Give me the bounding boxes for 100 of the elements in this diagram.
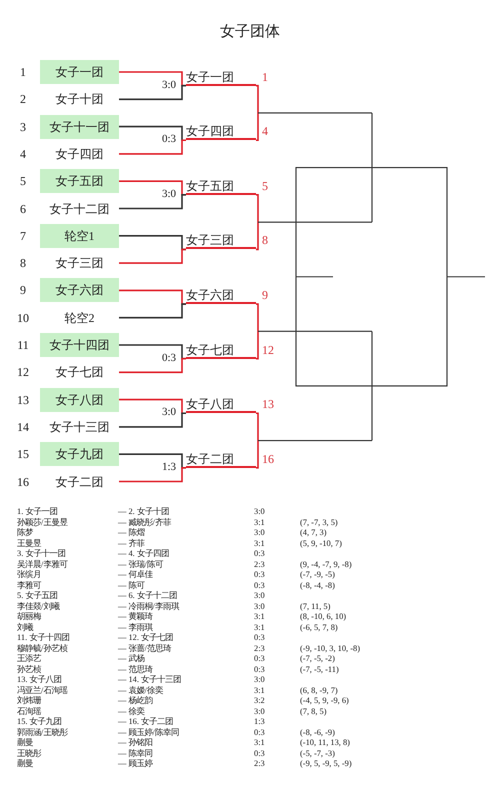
bracket-line (119, 139, 186, 155)
seed-number: 1 (262, 70, 268, 84)
table-cell: (-10, 11, 13, 8) (300, 738, 350, 748)
table-cell: 3:1 (254, 538, 265, 549)
winner-name: 女子三团 (186, 233, 256, 250)
winner-name: 女子六团 (186, 288, 256, 304)
team-name: 女子十二团 (40, 196, 119, 220)
table-cell: — 黄颖琦 (118, 612, 152, 622)
table-cell: (8, -10, 6, 10) (300, 612, 346, 622)
table-cell: — 杨屹韵 (118, 696, 152, 706)
table-cell: — 臧晓彤/齐菲 (118, 518, 171, 528)
table-cell: (7, -7, 3, 5) (300, 518, 338, 528)
table-cell: 刘曦 (17, 622, 33, 633)
table-cell: 3:1 (254, 518, 265, 528)
table-cell: 0:3 (254, 549, 265, 560)
table-cell: 郭雨涵/王晓彤 (17, 728, 68, 738)
table-cell: (-9, -10, 3, 10, -8) (300, 644, 360, 654)
bracket-line (119, 467, 186, 482)
bracket-line (119, 344, 186, 360)
table-cell: 王添艺 (17, 654, 41, 664)
table-cell-text: 冯亚兰/石洵瑶 (17, 686, 68, 696)
seed-number: 15 (16, 446, 30, 462)
seed-number: 16 (16, 474, 30, 490)
table-cell: 5. 女子五团 (17, 591, 58, 602)
bracket-line (119, 235, 186, 250)
table-cell: (7, 8, 5) (300, 706, 327, 717)
winner-name: 女子四团 (186, 124, 256, 140)
bracket-line (119, 358, 186, 374)
table-cell: 穆静毓/孙艺桢 (17, 644, 68, 654)
table-cell: (-8, -6, -9) (300, 728, 335, 738)
team-box: 女子六团 (40, 278, 119, 302)
table-cell: — 顾玉婷 (118, 759, 152, 770)
seed-number: 16 (262, 452, 274, 466)
seed-number: 9 (262, 288, 268, 302)
team-name: 轮空2 (40, 306, 119, 330)
team-box: 轮空1 (40, 224, 119, 248)
table-cell: 石洵瑶 (17, 706, 41, 717)
bracket-line (119, 303, 186, 318)
table-cell: — 范思琦 (118, 664, 152, 675)
table-cell: 2:3 (254, 759, 265, 770)
bracket-line (119, 290, 186, 305)
table-cell: 3. 女子十一团 (17, 549, 66, 560)
table-cell: 王曼昱 (17, 538, 41, 549)
table-cell: 0:3 (254, 633, 265, 644)
score-label: 0:3 (160, 132, 176, 146)
seed-number: 4 (19, 146, 27, 162)
table-cell: 3:1 (254, 686, 265, 696)
team-name: 女子十团 (40, 87, 119, 112)
table-cell: — 14. 女子十三团 (118, 675, 182, 686)
seed-number: 13 (262, 397, 274, 412)
table-cell: — 齐菲 (118, 538, 144, 549)
title: 女子团体 (219, 23, 281, 41)
team-name: 女子七团 (40, 360, 119, 384)
seed-number: 8 (19, 255, 27, 272)
seed-number: 10 (16, 310, 30, 326)
seed-number: 9 (19, 282, 27, 298)
bracket-line (119, 412, 186, 428)
score-label: 0:3 (160, 350, 176, 365)
table-cell: — 12. 女子七团 (118, 633, 174, 644)
score-label: 1:3 (160, 460, 176, 474)
winner-name: 女子二团 (186, 452, 256, 468)
table-cell: 2:3 (254, 560, 265, 570)
table-cell: — 孙铭阳 (118, 738, 152, 748)
seed-number: 7 (19, 228, 27, 244)
table-cell: — 李雨琪 (118, 622, 152, 633)
bracket-line (119, 248, 186, 264)
seed-number: 6 (19, 200, 27, 216)
table-cell: 3:0 (254, 675, 265, 686)
table-cell: — 6. 女子十二团 (118, 591, 177, 602)
table-cell: (-9, 5, -9, 5, -9) (300, 759, 352, 770)
table-cell: (-7, -5, -2) (300, 654, 335, 664)
table-cell: 15. 女子九团 (17, 717, 62, 728)
winner-name: 女子一团 (186, 70, 256, 86)
score-label: 3:0 (160, 186, 176, 201)
table-cell: 3:1 (254, 622, 265, 633)
table-cell: 3:0 (254, 602, 265, 612)
table-cell: — 何卓佳 (118, 570, 152, 580)
table-cell: 1. 女子一团 (17, 507, 58, 518)
table-cell: 3:2 (254, 696, 265, 706)
table-cell: 0:3 (254, 728, 265, 738)
team-name: 女子十三团 (40, 414, 119, 439)
table-cell: 张缤月 (17, 570, 41, 580)
seed-number: 5 (262, 178, 268, 193)
table-cell: — 武杨 (118, 654, 144, 664)
bracket-line (256, 84, 259, 142)
table-cell: 11. 女子十四团 (17, 633, 70, 644)
table-cell: (-8, -4, -8) (300, 580, 335, 591)
table-cell: (-7, -5, -11) (300, 664, 339, 675)
table-cell: 13. 女子八团 (17, 675, 62, 686)
seed-number: 4 (262, 124, 268, 138)
table-cell: 3:1 (254, 612, 265, 622)
table-cell: 3:0 (254, 706, 265, 717)
team-box: 女子八团 (40, 388, 119, 412)
table-cell: 3:0 (254, 528, 265, 538)
table-cell: (5, 9, -10, 7) (300, 538, 342, 549)
table-cell: 3:0 (254, 507, 265, 518)
table-cell: — 徐奕 (118, 706, 144, 717)
table-cell: 3:1 (254, 738, 265, 748)
bracket-line (256, 303, 259, 360)
table-cell: — 2. 女子十团 (118, 507, 169, 518)
